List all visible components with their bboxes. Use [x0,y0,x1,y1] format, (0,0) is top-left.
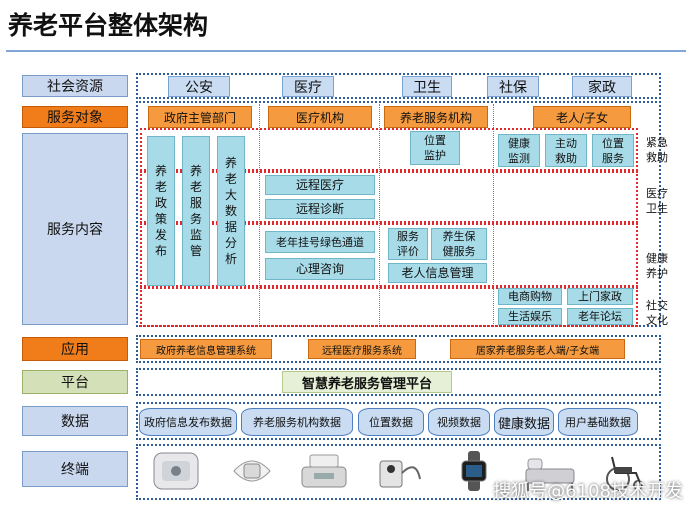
medical-remote-diagnosis: 远程诊断 [265,199,375,219]
medical-green-channel: 老年挂号绿色通道 [265,231,375,253]
column-divider [493,104,494,324]
app-home-care: 居家养老服务老人端/子女端 [450,339,625,359]
row-label-terminal: 终端 [22,451,128,487]
bed-icon [522,449,578,493]
row-label-application: 应用 [22,337,128,361]
resource-social-security: 社保 [487,76,539,97]
medical-remote-treatment: 远程医疗 [265,175,375,195]
row-label-platform: 平台 [22,370,128,394]
band-medical [140,171,638,223]
side-label-social: 社交 文化 [646,299,668,327]
app-gov-system: 政府养老信息管理系统 [140,339,272,359]
smart-watch-icon [446,449,502,493]
band-social [140,287,638,327]
target-elder-children: 老人/子女 [533,106,631,128]
side-label-emergency: 紧急 救助 [646,136,668,164]
data-health: 健康数据 [494,408,554,436]
application-frame [136,335,661,363]
app-remote-medical: 远程医疗服务系统 [308,339,416,359]
resource-public-security: 公安 [168,76,230,97]
elder-entertainment: 生活娱乐 [498,308,562,325]
gov-service-supervision: 养老服务监管 [182,136,210,286]
target-medical-institution: 医疗机构 [268,106,372,128]
institution-service-eval: 服务 评价 [388,228,428,260]
data-location: 位置数据 [358,408,424,436]
side-label-health: 健康 养护 [646,252,668,280]
row-label-service-content: 服务内容 [22,133,128,325]
elder-active-rescue: 主动 救助 [545,134,587,167]
gov-policy-publish: 养老政策发布 [147,136,175,286]
title-divider [6,50,686,52]
data-video: 视频数据 [428,408,490,436]
resource-health: 卫生 [402,76,452,97]
smart-watch-icon [224,449,280,493]
platform-frame [136,368,661,396]
elder-health-monitor: 健康 监测 [498,134,540,167]
column-divider [259,104,260,324]
resources-bar [136,73,661,99]
platform-main: 智慧养老服务管理平台 [282,371,452,393]
blood-pressure-monitor-icon [370,449,426,493]
wearable-tracker-icon [148,449,204,493]
row-label-service-targets: 服务对象 [22,106,128,128]
elder-shopping: 电商购物 [498,288,562,305]
column-divider [379,104,380,324]
wheelchair-icon [596,449,652,493]
terminal-frame [136,444,661,500]
elder-housekeeping: 上门家政 [567,288,633,305]
page-title: 养老平台整体架构 [8,11,209,40]
band-emergency [140,128,638,171]
scale-device-icon [296,449,352,493]
resource-housekeeping: 家政 [572,76,632,97]
data-user-basic: 用户基础数据 [558,408,638,436]
institution-location-guard: 位置 监护 [410,131,460,165]
watermark: 搜狐号@6108技术开发 [493,481,683,502]
data-frame [136,402,661,440]
data-gov-publish: 政府信息发布数据 [139,408,237,436]
elder-forum: 老年论坛 [567,308,633,325]
medical-counseling: 心理咨询 [265,258,375,280]
elder-location-service: 位置 服务 [592,134,634,167]
resource-medical: 医疗 [282,76,334,97]
band-health [140,223,638,287]
data-institution: 养老服务机构数据 [241,408,353,436]
gov-bigdata-analysis: 养老大数据分析 [217,136,245,286]
target-government: 政府主管部门 [148,106,252,128]
target-elder-care-institution: 养老服务机构 [384,106,488,128]
side-label-medical: 医疗 卫生 [646,187,668,215]
institution-elder-info: 老人信息管理 [388,263,487,283]
row-label-data: 数据 [22,406,128,436]
row-label-social-resources: 社会资源 [22,75,128,97]
institution-health-service: 养生保 健服务 [431,228,487,260]
